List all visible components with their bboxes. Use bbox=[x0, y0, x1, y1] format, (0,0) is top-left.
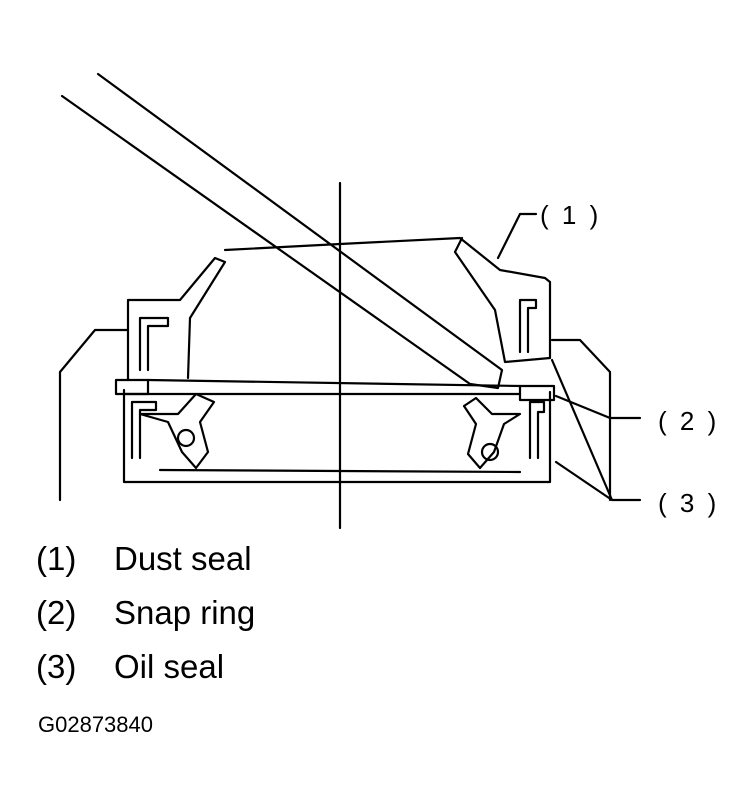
snap-ring-plate bbox=[146, 378, 522, 388]
dust-seal-insert-left bbox=[138, 316, 170, 372]
snap-ring-left bbox=[114, 378, 150, 396]
oil-seal-spring-right bbox=[480, 442, 500, 462]
dust-seal bbox=[126, 236, 552, 382]
legend-item-snap-ring: (2) Snap ring bbox=[36, 594, 255, 648]
legend: (1) Dust seal (2) Snap ring (3) Oil seal bbox=[36, 540, 255, 702]
legend-number: (2) bbox=[36, 594, 77, 631]
legend-item-dust-seal: (1) Dust seal bbox=[36, 540, 255, 594]
leader-line-2 bbox=[554, 394, 642, 420]
legend-number: (3) bbox=[36, 648, 77, 685]
leader-line-1 bbox=[496, 212, 538, 260]
callout-3: ( 3 ) bbox=[658, 488, 719, 518]
housing-left bbox=[58, 328, 130, 502]
oil-seal-insert-left bbox=[130, 400, 158, 460]
oil-seal-spring-left bbox=[176, 428, 196, 448]
callout-2: ( 2 ) bbox=[658, 406, 719, 436]
oil-seal bbox=[122, 388, 552, 484]
housing-right bbox=[550, 338, 612, 502]
dust-seal-insert-right bbox=[518, 298, 538, 354]
legend-number: (1) bbox=[36, 540, 77, 577]
leader-line-3 bbox=[550, 358, 642, 502]
seal-diagram: ( 1 ) ( 2 ) ( 3 ) bbox=[58, 72, 719, 530]
figure-id: G02873840 bbox=[38, 712, 153, 737]
oil-seal-lip-right bbox=[462, 396, 522, 470]
legend-label: Dust seal bbox=[114, 540, 252, 577]
oil-seal-lip-left bbox=[138, 392, 216, 470]
legend-item-oil-seal: (3) Oil seal bbox=[36, 648, 255, 702]
oil-seal-insert-right bbox=[528, 400, 546, 460]
legend-label: Oil seal bbox=[114, 648, 225, 685]
legend-label: Snap ring bbox=[114, 594, 256, 631]
callout-1: ( 1 ) bbox=[540, 200, 601, 230]
screwdriver-tool bbox=[60, 72, 504, 390]
